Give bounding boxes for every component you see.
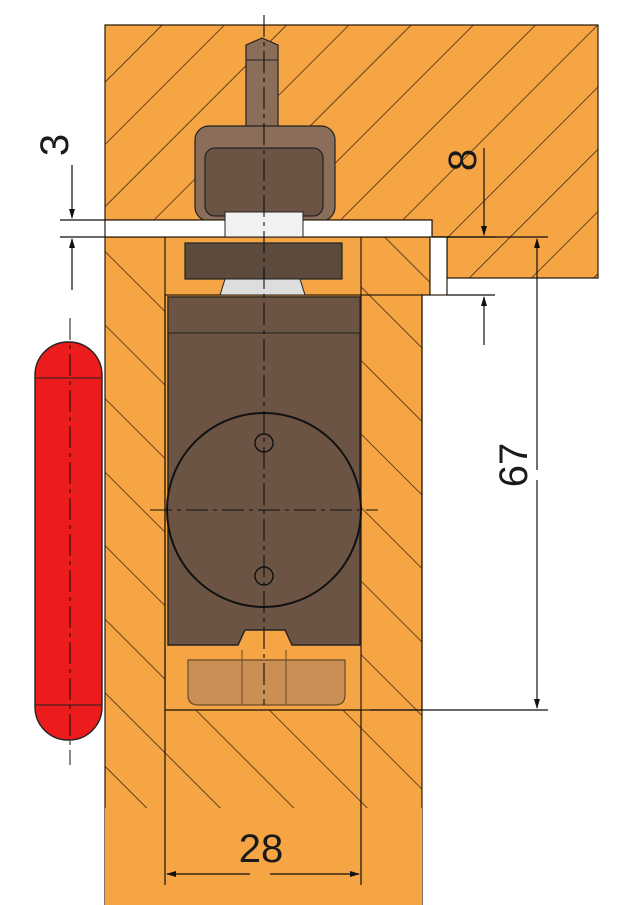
centerlines <box>150 15 378 705</box>
dimension-height <box>370 236 548 711</box>
dim-label-offset: 8 <box>441 149 485 171</box>
dim-label-height: 67 <box>492 443 536 488</box>
bottom-cap <box>187 650 346 706</box>
dimension-gap-top <box>60 165 105 290</box>
gap-strip <box>104 211 448 296</box>
dim-label-width: 28 <box>239 827 284 871</box>
pivot-pin <box>245 37 279 131</box>
dim-label-gap-top: 3 <box>33 134 77 156</box>
door-handle <box>34 318 103 765</box>
dimension-width <box>164 710 362 885</box>
